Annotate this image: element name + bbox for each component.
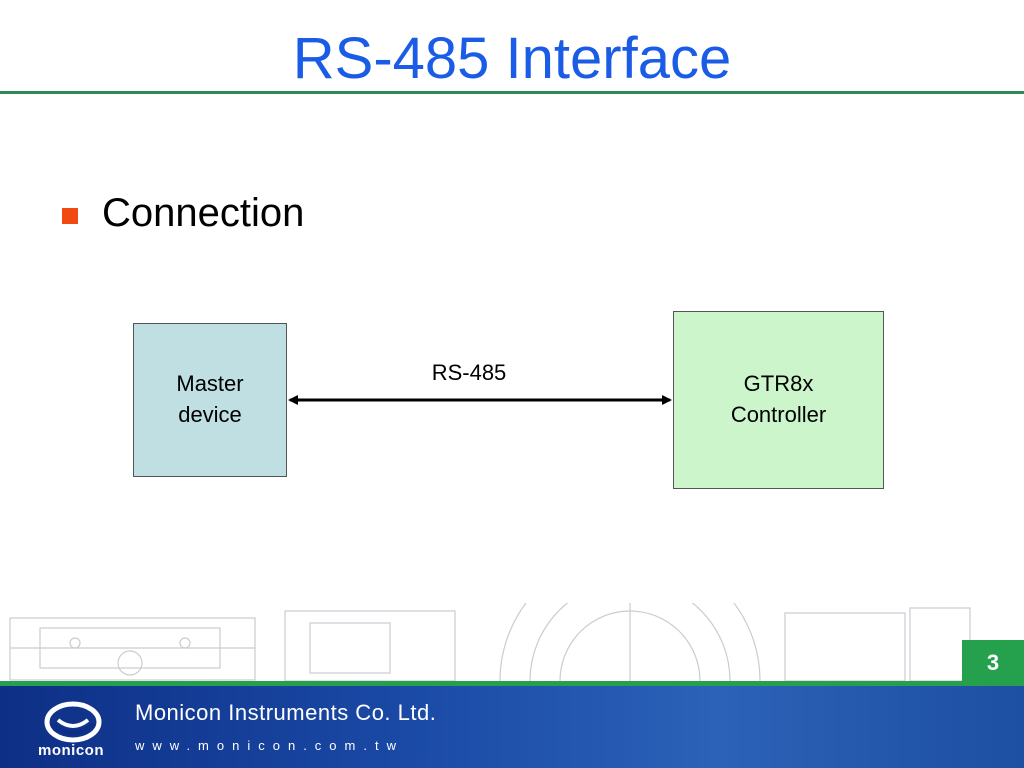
gtr8x-controller-node: GTR8x Controller [673,311,884,489]
logo-text: monicon [38,742,104,759]
master-device-node: Master device [133,323,287,477]
square-bullet-icon [62,208,78,224]
rs485-edge-label: RS-485 [431,360,507,385]
page-number: 3 [986,650,1000,675]
monicon-logo-icon [44,701,102,743]
page-number-box: 3 [962,640,1024,686]
master-device-label: Master device [176,371,244,427]
mechanical-drawings-decoration [9,603,971,682]
bullet-text: Connection [102,191,305,235]
footer-banner: monicon Monicon Instruments Co. Ltd. www… [0,686,1024,768]
company-name: Monicon Instruments Co. Ltd. [135,700,437,725]
company-website: www.monicon.com.tw [135,738,404,753]
title-divider [0,91,1024,94]
footer-accent-band [0,681,1024,686]
slide-title: RS-485 Interface [292,26,732,91]
gtr8x-controller-label: GTR8x Controller [730,371,827,427]
